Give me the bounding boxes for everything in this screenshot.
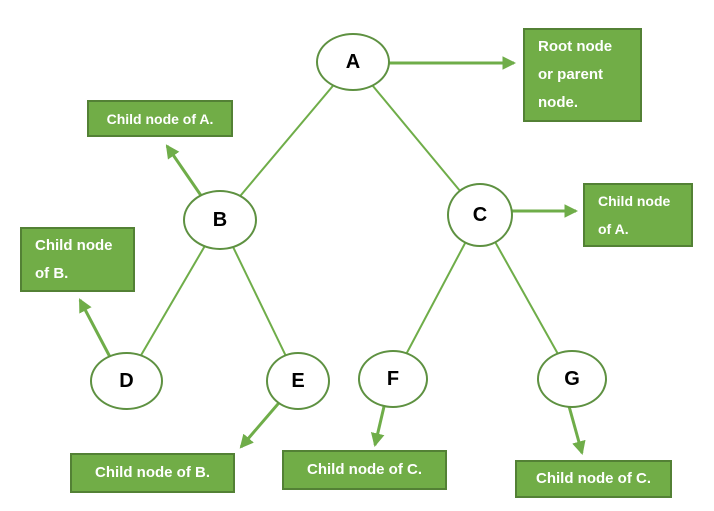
annotation-child-of-c-bottom-left-text: Child node of C. (307, 461, 422, 478)
annotation-child-of-a-right-text: Child node of A. (598, 193, 671, 237)
annotation-root-node-text: Root node or parent node. (538, 38, 613, 111)
node-g-label: G (564, 367, 580, 390)
annotation-child-of-b-left: Child node of B. (20, 227, 135, 292)
tree-node-a: A (316, 33, 390, 91)
node-d-label: D (119, 369, 134, 392)
annotation-child-of-a-right: Child node of A. (583, 183, 693, 247)
tree-node-g: G (537, 350, 607, 408)
annotation-child-of-c-bottom-right-text: Child node of C. (536, 470, 651, 487)
tree-node-d: D (90, 352, 163, 410)
tree-node-b: B (183, 190, 257, 250)
tree-node-c: C (447, 183, 513, 247)
annotation-child-of-a-upper-text: Child node of A. (106, 110, 214, 127)
annotation-child-of-a-upper: Child node of A. (87, 100, 233, 137)
node-e-label: E (291, 369, 305, 392)
node-c-label: C (472, 203, 488, 226)
tree-node-e: E (266, 352, 330, 410)
node-b-label: B (212, 208, 228, 231)
annotation-child-of-b-left-text: Child node of B. (35, 236, 113, 282)
node-f-label: F (386, 367, 400, 390)
tree-node-f: F (358, 350, 428, 408)
annotation-child-of-b-bottom-text: Child node of B. (95, 464, 210, 481)
annotation-child-of-c-bottom-left: Child node of C. (282, 450, 447, 490)
annotation-child-of-b-bottom: Child node of B. (70, 453, 235, 493)
node-a-label: A (345, 50, 361, 73)
annotation-child-of-c-bottom-right: Child node of C. (515, 460, 672, 498)
annotation-root-node: Root node or parent node. (523, 28, 642, 122)
